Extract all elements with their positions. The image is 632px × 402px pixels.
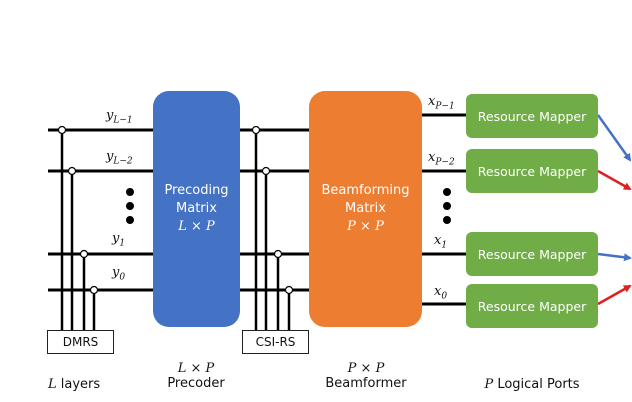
csirs-junctions [251,125,294,295]
resource-mapper-top: Resource Mapper [466,94,598,138]
precoding-matrix-block: Precoding Matrix L × P [153,91,240,327]
label-x-1: x1 [434,233,448,251]
caption-beamformer: P × P Beamformer [325,361,407,391]
precoder-line1: Precoding [164,183,229,198]
port-lines-out [422,113,466,306]
output-arrow-red-1 [597,169,632,191]
dmrs-box: DMRS [47,330,114,354]
label-x-0: x0 [434,284,448,302]
resource-mapper-third: Resource Mapper [466,232,598,276]
output-arrow-blue-2 [597,252,632,262]
output-arrow-blue-1 [596,114,632,162]
beamformer-line2: Matrix [345,201,386,216]
label-y-0: y0 [112,265,126,283]
output-arrows [596,114,632,306]
output-arrow-red-2 [597,284,632,306]
resource-mapper-bottom: Resource Mapper [466,284,598,328]
precoder-line2: Matrix [176,201,217,216]
dmrs-junctions [57,125,99,295]
csirs-feed-lines [254,130,291,330]
layer-lines [48,128,153,292]
caption-layers: L layers [48,377,101,392]
label-x-top: xP−1 [428,94,455,112]
label-y-second: yL−2 [106,149,133,167]
layer-ellipsis-dots [126,188,134,224]
resource-mapper-second: Resource Mapper [466,149,598,193]
beamformer-line1: Beamforming [321,183,410,198]
port-lines-mid [240,128,309,292]
dmrs-feed-lines [60,130,96,330]
caption-precoder: L × P Precoder [167,361,225,391]
port-ellipsis-dots [443,188,451,224]
beamforming-matrix-block: Beamforming Matrix P × P [309,91,422,327]
label-y-1: y1 [112,231,126,249]
label-y-top: yL−1 [106,108,133,126]
precoder-dims: L × P [178,219,215,234]
label-x-second: xP−2 [428,150,455,168]
csi-rs-box: CSI-RS [242,330,309,354]
caption-logical-ports: P Logical Ports [484,377,580,392]
beamformer-dims: P × P [347,219,384,234]
